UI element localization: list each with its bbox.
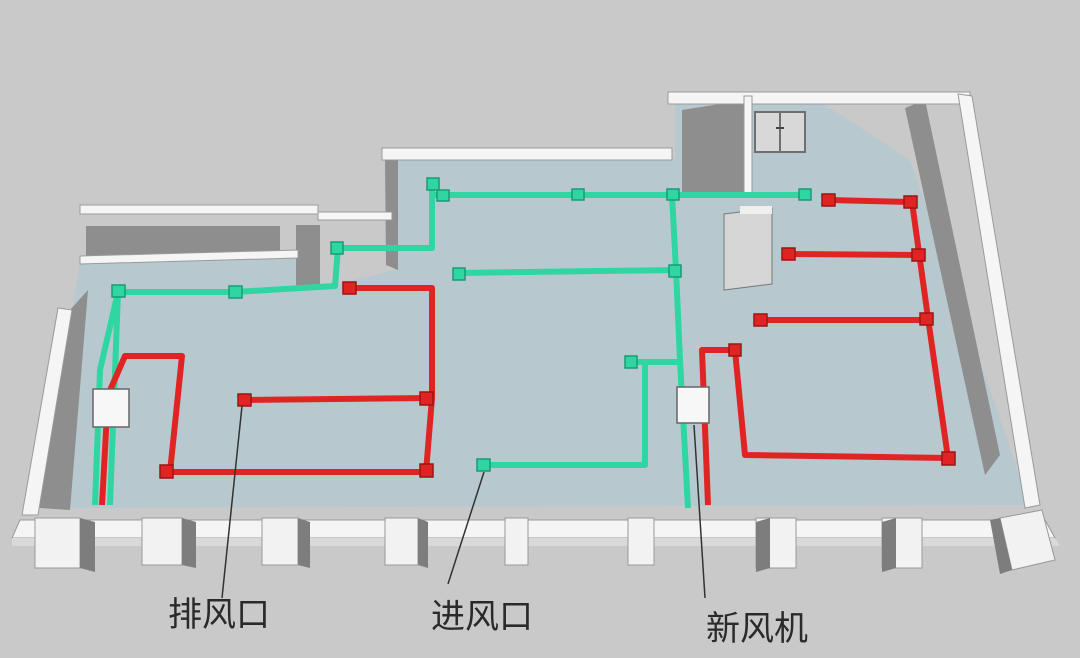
label-supply-vent: 进风口 (431, 597, 533, 637)
air-handling-box (723, 206, 773, 291)
callout-leaders (221, 405, 706, 599)
leader-fresh-air-unit (693, 424, 706, 599)
support-piers (34, 509, 1056, 574)
leader-supply-vent (447, 471, 485, 585)
exhaust-duct-fittings (159, 193, 956, 479)
label-fresh-air-unit: 新风机 (706, 609, 808, 649)
fresh-air-unit-right (676, 386, 710, 424)
fresh-air-unit-left (92, 388, 130, 428)
doorway (754, 111, 806, 153)
floor (40, 95, 1030, 508)
supply-ducts (92, 182, 805, 509)
leader-exhaust-vent (221, 405, 243, 599)
supply-duct-fittings (111, 177, 812, 472)
label-exhaust-vent: 排风口 (168, 595, 270, 635)
